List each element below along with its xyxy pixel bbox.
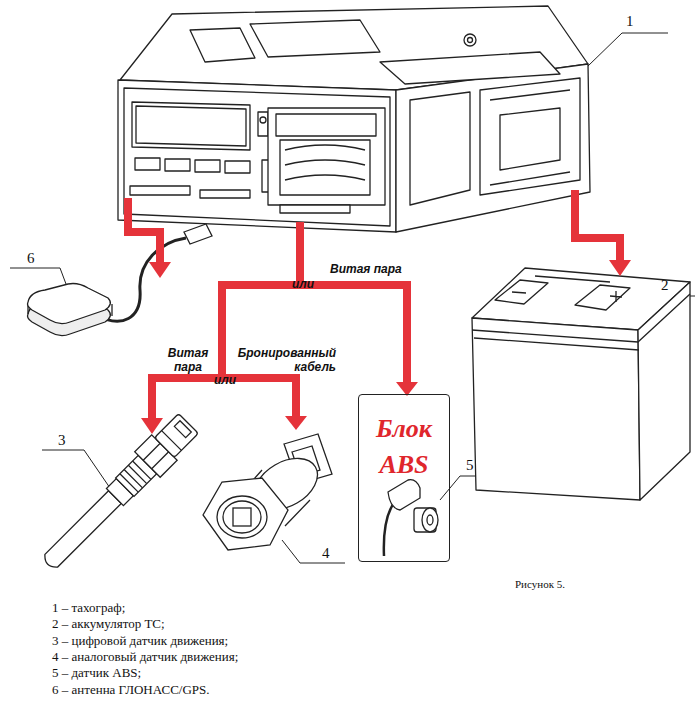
callout-number: 4	[322, 545, 330, 562]
digital-motion-sensor-part	[162, 416, 196, 450]
tachograph-illustration-part	[124, 88, 390, 226]
vehicle-battery-part	[512, 291, 622, 302]
abs-sensor-part	[427, 515, 433, 525]
legend-list-item: 3 – цифровой датчик движения;	[52, 633, 228, 649]
vehicle-battery-part	[472, 318, 640, 500]
tachograph-illustration-part	[490, 90, 570, 185]
tachograph-illustration-part	[285, 145, 365, 180]
tachograph-illustration-part	[165, 159, 190, 171]
tachograph-illustration-part	[396, 64, 590, 232]
tachograph-illustration-part	[200, 190, 250, 198]
connection-arrow-part	[218, 285, 226, 378]
connection-arrow-part	[128, 198, 160, 264]
tachograph-illustration	[118, 6, 590, 232]
tachograph-illustration-part	[464, 34, 476, 46]
tachograph-illustration-part	[225, 161, 250, 173]
gnss-antenna-part	[95, 238, 186, 321]
connection-arrow-part	[575, 190, 620, 262]
tachograph-illustration-part	[380, 52, 560, 84]
leader-line-part	[588, 33, 668, 66]
tachograph-illustration-part	[118, 80, 396, 232]
analog-motion-sensor	[203, 434, 332, 550]
leader-line	[10, 33, 695, 563]
connection-arrow-part	[296, 222, 304, 285]
tachograph-illustration-part	[480, 78, 580, 195]
callout-number: 6	[27, 250, 35, 267]
tachograph-illustration-part	[410, 92, 470, 205]
connection-arrow-part	[148, 378, 156, 420]
vehicle-battery-part	[638, 282, 690, 500]
callout-number: 1	[626, 13, 634, 30]
abs-sensor-part	[384, 500, 396, 556]
legend-list-item: 6 – антенна ГЛОНАСС/GPS.	[52, 682, 210, 698]
analog-motion-sensor-part	[217, 496, 267, 538]
tachograph-illustration-part	[268, 108, 385, 205]
callout-number: 5	[466, 457, 474, 474]
leader-line-part	[282, 540, 345, 563]
analog-motion-sensor-part	[233, 508, 251, 526]
tachograph-illustration-part	[258, 112, 268, 136]
box-text: Блок ABS	[359, 395, 449, 483]
legend-list-item: 2 – аккумулятор ТС;	[52, 616, 165, 632]
tachograph-illustration-part	[195, 160, 220, 172]
cable-label: Витая пара	[330, 262, 402, 276]
arrow-head-part	[609, 260, 631, 276]
legend-list-item: 5 – датчик ABS;	[52, 665, 141, 681]
tachograph-illustration-part	[130, 186, 190, 195]
digital-motion-sensor	[35, 411, 201, 577]
connection-arrow-part	[403, 285, 411, 384]
tachograph-illustration-part	[260, 117, 266, 123]
tachograph-illustration-part	[280, 140, 370, 195]
gnss-antenna-part	[28, 284, 111, 324]
analog-motion-sensor-part	[203, 478, 288, 550]
legend-list-item: 4 – аналоговый датчик движения;	[52, 649, 238, 665]
leader-line-part	[42, 450, 110, 488]
vehicle-battery-part	[535, 276, 610, 282]
abs-sensor	[384, 480, 438, 556]
callout-number: 3	[58, 432, 66, 449]
tachograph-illustration-part	[468, 38, 473, 43]
connection-arrow-part	[218, 281, 411, 289]
abs-unit-box: Блок ABS	[358, 394, 450, 562]
tachograph-illustration-part	[250, 20, 380, 57]
analog-motion-sensor-part	[223, 501, 261, 533]
tachograph-illustration-part	[280, 205, 350, 213]
tachograph-illustration-part	[135, 158, 160, 170]
gnss-antenna-part	[184, 224, 212, 244]
abs-sensor-part	[388, 480, 420, 510]
callout-number: 2	[661, 277, 669, 294]
gnss-antenna	[28, 224, 213, 336]
arrow-head-part	[285, 416, 307, 430]
digital-motion-sensor-part	[41, 491, 121, 571]
digital-motion-sensor-part	[120, 461, 151, 492]
tachograph-illustration-part	[132, 102, 250, 150]
vehicle-battery	[472, 268, 690, 500]
abs-sensor-part	[422, 508, 438, 532]
arrow-head-part	[149, 262, 171, 278]
legend-list-item: 1 – тахограф;	[52, 600, 125, 616]
cable-label: или	[214, 373, 236, 387]
tachograph-illustration-part	[136, 106, 246, 146]
cable-label: Бронированный кабель	[236, 346, 336, 374]
connection-arrow-part	[292, 378, 300, 418]
cable-label: Витая пара	[163, 346, 213, 374]
figure-caption: Рисунок 5.	[515, 578, 565, 590]
connection-arrow	[128, 190, 620, 420]
cable-label: или	[292, 277, 314, 291]
tachograph-illustration-part	[276, 114, 376, 136]
arrow-head	[141, 260, 631, 434]
arrow-head-part	[141, 418, 163, 434]
vehicle-battery-part	[495, 280, 548, 304]
tachograph-illustration-part	[190, 28, 255, 62]
